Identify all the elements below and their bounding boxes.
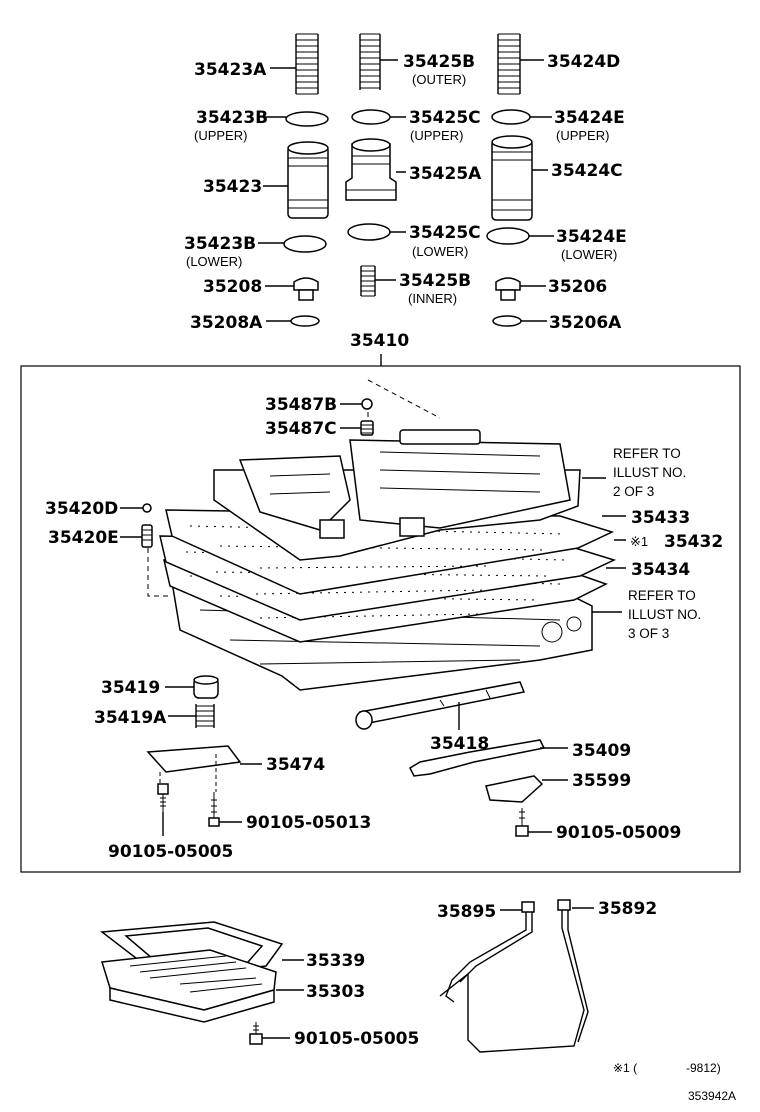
oring-35208A xyxy=(290,315,320,327)
bolt-90105-05013 xyxy=(208,792,220,827)
label-35425A: 35425A xyxy=(409,164,482,184)
piston-35424C xyxy=(491,135,533,221)
plug-35206 xyxy=(495,277,521,301)
spring-35425B-outer xyxy=(359,33,381,90)
label-35424E-upper: 35424E xyxy=(554,108,625,128)
label-bolt-90105-05013: 90105-05013 xyxy=(246,813,371,833)
label-35410: 35410 xyxy=(350,331,409,351)
label-35424E-lower: 35424E xyxy=(556,227,627,247)
label-35418: 35418 xyxy=(430,734,489,754)
sublabel-35425C-upper: (UPPER) xyxy=(410,128,463,143)
label-35425B-outer: 35425B xyxy=(403,52,475,72)
label-35208A: 35208A xyxy=(190,313,263,333)
label-35425B-inner: 35425B xyxy=(399,271,471,291)
spring-35420E xyxy=(141,524,153,548)
label-bolt-90105-05005-a: 90105-05005 xyxy=(108,842,233,862)
spring-35423A xyxy=(295,33,319,95)
spring-35425B-inner xyxy=(360,265,376,297)
label-35419: 35419 xyxy=(101,678,160,698)
bolt-90105-05005-b xyxy=(249,1022,263,1045)
ref-2of3-line2: ILLUST NO. xyxy=(613,465,686,480)
label-35206A: 35206A xyxy=(549,313,622,333)
leaders-top xyxy=(258,59,554,322)
sublabel-35424E-upper: (UPPER) xyxy=(556,128,609,143)
sublabel-outer: (OUTER) xyxy=(412,72,466,87)
mark-note-1: ※1 xyxy=(630,534,648,549)
label-35339: 35339 xyxy=(306,951,365,971)
ball-35420D xyxy=(142,503,152,513)
sublabel-inner: (INNER) xyxy=(408,291,457,306)
ref-2of3-line3: 2 OF 3 xyxy=(613,484,654,499)
oring-35424E-lower xyxy=(486,227,530,245)
label-35423B-upper: 35423B xyxy=(196,108,268,128)
label-35424C: 35424C xyxy=(551,161,623,181)
drawing-number: 353942A xyxy=(688,1089,736,1103)
leaders-main xyxy=(120,403,626,836)
label-35423B-lower: 35423B xyxy=(184,234,256,254)
footnote-date: -9812) xyxy=(686,1061,721,1075)
plug-35419 xyxy=(193,675,219,699)
leaders-bottom xyxy=(262,907,594,1039)
piston-35423 xyxy=(287,141,329,219)
label-35434: 35434 xyxy=(631,560,690,580)
spring-35487C xyxy=(360,420,374,436)
label-35433: 35433 xyxy=(631,508,690,528)
ref-3of3-line2: ILLUST NO. xyxy=(628,607,701,622)
label-35420E: 35420E xyxy=(48,528,119,548)
ref-3of3-line3: 3 OF 3 xyxy=(628,626,669,641)
piston-35425A xyxy=(345,138,397,201)
cover-35599 xyxy=(485,775,544,803)
label-35303: 35303 xyxy=(306,982,365,1002)
sublabel-35423B-lower: (LOWER) xyxy=(186,254,242,269)
spring-35419A xyxy=(195,704,215,728)
label-35420D: 35420D xyxy=(45,499,118,519)
oring-35423B-lower xyxy=(283,235,327,253)
label-35599: 35599 xyxy=(572,771,631,791)
label-35487C: 35487C xyxy=(265,419,337,439)
sublabel-35425C-lower: (LOWER) xyxy=(412,244,468,259)
label-35409: 35409 xyxy=(572,741,631,761)
label-35208: 35208 xyxy=(203,277,262,297)
oring-35425C-upper xyxy=(351,109,391,125)
footnote-mark: ※1 ( xyxy=(613,1061,637,1075)
plug-35208 xyxy=(293,277,319,301)
ref-3of3-line1: REFER TO xyxy=(628,588,696,603)
label-35432: 35432 xyxy=(664,532,723,552)
label-35892: 35892 xyxy=(598,899,657,919)
spring-35424D xyxy=(497,33,521,95)
plate-35474 xyxy=(146,745,242,792)
oring-35424E-upper xyxy=(491,109,531,125)
oring-35206A xyxy=(492,315,522,327)
ref-2of3-line1: REFER TO xyxy=(613,446,681,461)
label-35895: 35895 xyxy=(437,902,496,922)
bolt-90105-05009 xyxy=(515,808,529,837)
label-bolt-90105-05005-b: 90105-05005 xyxy=(294,1029,419,1049)
label-35423A: 35423A xyxy=(194,60,267,80)
label-35423: 35423 xyxy=(203,177,262,197)
label-35474: 35474 xyxy=(266,755,325,775)
sublabel-35423B-upper: (UPPER) xyxy=(194,128,247,143)
strainer-35303 xyxy=(101,949,277,1023)
label-35206: 35206 xyxy=(548,277,607,297)
bolt-90105-05005-a xyxy=(157,783,169,812)
oring-35423B-upper xyxy=(285,111,329,127)
label-35425C-lower: 35425C xyxy=(409,223,481,243)
label-bolt-90105-05009: 90105-05009 xyxy=(556,823,681,843)
manual-valve-35418 xyxy=(355,681,526,730)
pipe-35892 xyxy=(439,899,589,1053)
sublabel-35424E-lower: (LOWER) xyxy=(561,247,617,262)
label-35487B: 35487B xyxy=(265,395,337,415)
upper-valve-body xyxy=(213,429,581,561)
label-35419A: 35419A xyxy=(94,708,167,728)
oring-35425C-lower xyxy=(347,223,391,241)
label-35425C-upper: 35425C xyxy=(409,108,481,128)
label-35424D: 35424D xyxy=(547,52,620,72)
ball-35487B xyxy=(361,398,373,410)
